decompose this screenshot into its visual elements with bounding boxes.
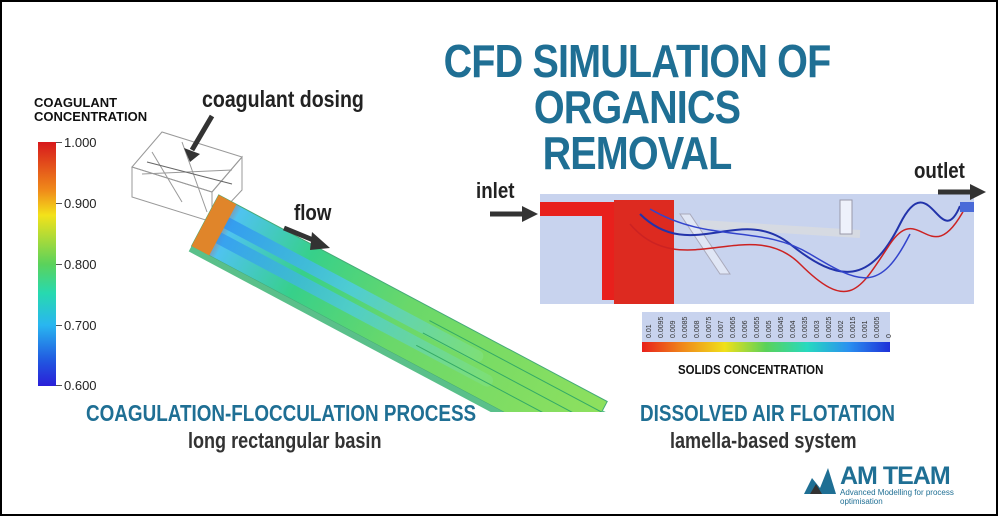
main-title: CFD SIMULATION OF ORGANICS REMOVAL bbox=[435, 38, 839, 176]
solids-legend-tick-label: 0.005 bbox=[766, 320, 773, 338]
dosing-arrow-icon bbox=[184, 114, 215, 162]
solids-legend-tick-label: 0.006 bbox=[742, 320, 749, 338]
inlet-arrow-icon bbox=[490, 206, 538, 222]
inlet-label: inlet bbox=[476, 178, 515, 203]
solids-legend-tick-label: 0.0005 bbox=[874, 316, 881, 338]
am-team-logo-icon bbox=[804, 468, 836, 494]
outlet-label: outlet bbox=[914, 158, 965, 183]
solids-legend-tick-label: 0.0075 bbox=[706, 316, 713, 338]
right-section-title: DISSOLVED AIR FLOTATION bbox=[640, 400, 895, 426]
flow-arrow-icon bbox=[283, 225, 330, 250]
flow-label: flow bbox=[294, 200, 332, 225]
coagulation-basin-diagram bbox=[131, 131, 615, 412]
colorbar-title: COAGULANT CONCENTRATION bbox=[34, 96, 147, 124]
solids-legend-tick-label: 0.0095 bbox=[658, 316, 665, 338]
right-section-subtitle: lamella-based system bbox=[670, 428, 857, 453]
solids-legend-tick-label: 0.002 bbox=[838, 320, 845, 338]
solids-legend-tick-label: 0.0015 bbox=[850, 316, 857, 338]
solids-legend-tick-label: 0.007 bbox=[718, 320, 725, 338]
solids-legend-tick-label: 0.0085 bbox=[682, 316, 689, 338]
solids-legend-tick-label: 0.0025 bbox=[826, 316, 833, 338]
colorbar-tick-mark bbox=[56, 385, 62, 386]
outlet-arrow-icon bbox=[938, 184, 986, 200]
basin-body bbox=[188, 194, 615, 412]
left-section-subtitle: long rectangular basin bbox=[188, 428, 382, 453]
solids-legend-tick-label: 0.004 bbox=[790, 320, 797, 338]
solids-legend-tick-label: 0 bbox=[886, 334, 893, 338]
colorbar-tick-mark bbox=[56, 264, 62, 265]
colorbar-title-line-2: CONCENTRATION bbox=[34, 109, 148, 124]
colorbar-tick-label: 0.900 bbox=[64, 196, 97, 211]
solids-legend: 0.01 0.0095 0.009 0.0085 0.008 0.0075 0.007 0.0… bbox=[642, 312, 893, 354]
colorbar-gradient bbox=[38, 142, 56, 386]
solids-legend-tick-label: 0.008 bbox=[694, 320, 701, 338]
logo-tagline: Advanced Modelling for process optimisat… bbox=[840, 488, 954, 506]
daf-simulation-diagram bbox=[540, 194, 974, 304]
solids-legend-tick-label: 0.0065 bbox=[730, 316, 737, 338]
solids-legend-tick-label: 0.0035 bbox=[802, 316, 809, 338]
solids-legend-tick-label: 0.009 bbox=[670, 320, 677, 338]
solids-legend-tick-label: 0.001 bbox=[862, 320, 869, 338]
logo-title: AM TEAM bbox=[840, 462, 951, 490]
main-title-line-1: CFD SIMULATION OF bbox=[443, 35, 832, 87]
colorbar-title-line-1: COAGULANT bbox=[34, 95, 118, 110]
colorbar-tick-mark bbox=[56, 325, 62, 326]
colorbar-tick-mark bbox=[56, 203, 62, 204]
solids-legend-tick-label: 0.0045 bbox=[778, 316, 785, 338]
solids-legend-ticks: 0.01 0.0095 0.009 0.0085 0.008 0.0075 0.007 0.0… bbox=[642, 312, 893, 342]
coagulant-dosing-label: coagulant dosing bbox=[202, 86, 364, 112]
solids-legend-gradient bbox=[642, 342, 890, 352]
solids-legend-tick-label: 0.01 bbox=[646, 324, 653, 338]
colorbar-tick-label: 1.000 bbox=[64, 135, 97, 150]
left-section-title: COAGULATION-FLOCCULATION PROCESS bbox=[86, 400, 477, 426]
colorbar-tick-label: 0.800 bbox=[64, 257, 97, 272]
colorbar-tick-label: 0.700 bbox=[64, 318, 97, 333]
main-title-line-2: ORGANICS REMOVAL bbox=[533, 81, 741, 179]
solids-legend-tick-label: 0.0055 bbox=[754, 316, 761, 338]
solids-legend-tick-label: 0.003 bbox=[814, 320, 821, 338]
solids-concentration-label: SOLIDS CONCENTRATION bbox=[678, 362, 824, 377]
colorbar-tick-mark bbox=[56, 142, 62, 143]
colorbar-tick-label: 0.600 bbox=[64, 378, 97, 393]
